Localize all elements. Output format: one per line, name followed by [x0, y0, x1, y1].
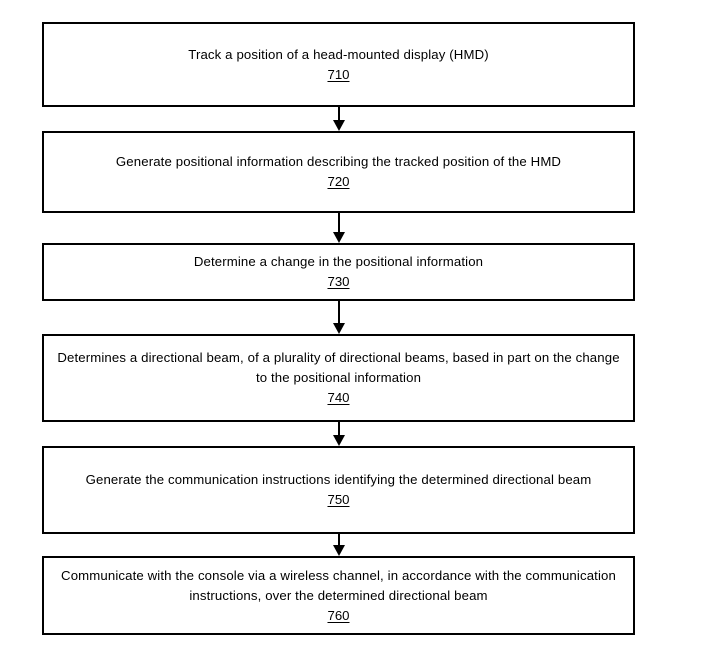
connector-740-to-750 [333, 422, 346, 446]
arrow-head-down-icon [333, 232, 345, 243]
flow-node-750: Generate the communication instructions … [42, 446, 635, 534]
arrow-head-down-icon [333, 545, 345, 556]
flow-node-720: Generate positional information describi… [42, 131, 635, 213]
flow-node-730-text: Determine a change in the positional inf… [193, 254, 484, 269]
flow-node-710-text: Track a position of a head-mounted displ… [188, 46, 489, 62]
connector-720-to-730 [333, 213, 346, 243]
connector-710-to-720 [333, 107, 346, 131]
flow-node-760-ref: 760 [327, 607, 350, 623]
flow-node-710-ref: 710 [327, 66, 350, 82]
flow-node-720-text: Generate positional information describi… [115, 154, 562, 169]
flow-node-740: Determines a directional beam, of a plur… [42, 334, 635, 422]
arrow-head-down-icon [333, 435, 345, 446]
connector-stem [338, 534, 340, 545]
flow-node-760: Communicate with the console via a wirel… [42, 556, 635, 635]
arrow-head-down-icon [333, 323, 345, 334]
flow-node-760-text: Communicate with the console via a wirel… [61, 567, 616, 603]
connector-stem [338, 107, 340, 120]
connector-730-to-740 [333, 301, 346, 334]
flow-node-740-ref: 740 [327, 390, 350, 405]
flow-node-730: Determine a change in the positional inf… [42, 243, 635, 301]
connector-750-to-760 [333, 534, 346, 556]
flow-node-740-text: Determines a directional beam, of a plur… [57, 350, 620, 385]
connector-stem [338, 301, 340, 323]
connector-stem [338, 422, 340, 435]
connector-stem [338, 213, 340, 232]
flow-node-750-ref: 750 [327, 492, 350, 507]
flow-node-720-ref: 720 [327, 174, 350, 189]
flow-node-730-ref: 730 [327, 274, 350, 289]
flow-node-750-text: Generate the communication instructions … [85, 472, 592, 487]
flow-node-710: Track a position of a head-mounted displ… [42, 22, 635, 107]
arrow-head-down-icon [333, 120, 345, 131]
